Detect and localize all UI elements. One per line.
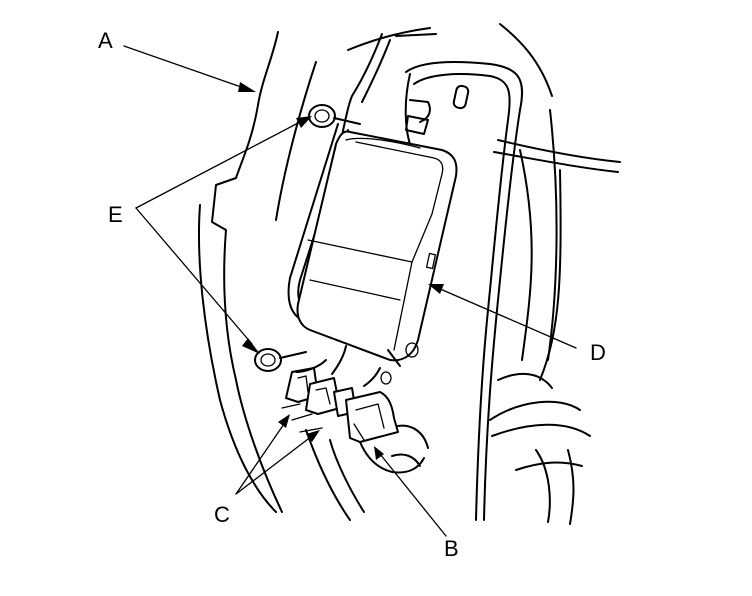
wire-harness xyxy=(281,342,429,521)
leader-e-upper xyxy=(135,116,312,209)
leader-e-lower xyxy=(135,207,260,354)
label-b: B xyxy=(444,536,459,561)
control-unit xyxy=(296,115,458,367)
connector-b xyxy=(345,391,399,443)
lower-nut xyxy=(254,348,307,372)
leader-d xyxy=(428,284,577,349)
trim-panel xyxy=(198,27,431,513)
leader-c-2 xyxy=(235,430,320,495)
label-c: C xyxy=(214,502,230,527)
label-e: E xyxy=(108,202,123,227)
connector-middle xyxy=(305,377,341,415)
label-d: D xyxy=(590,340,606,365)
label-a: A xyxy=(98,28,113,53)
leader-c-1 xyxy=(235,414,290,495)
leader-a xyxy=(123,45,256,92)
upper-nut xyxy=(308,104,361,128)
leader-b xyxy=(374,446,447,537)
